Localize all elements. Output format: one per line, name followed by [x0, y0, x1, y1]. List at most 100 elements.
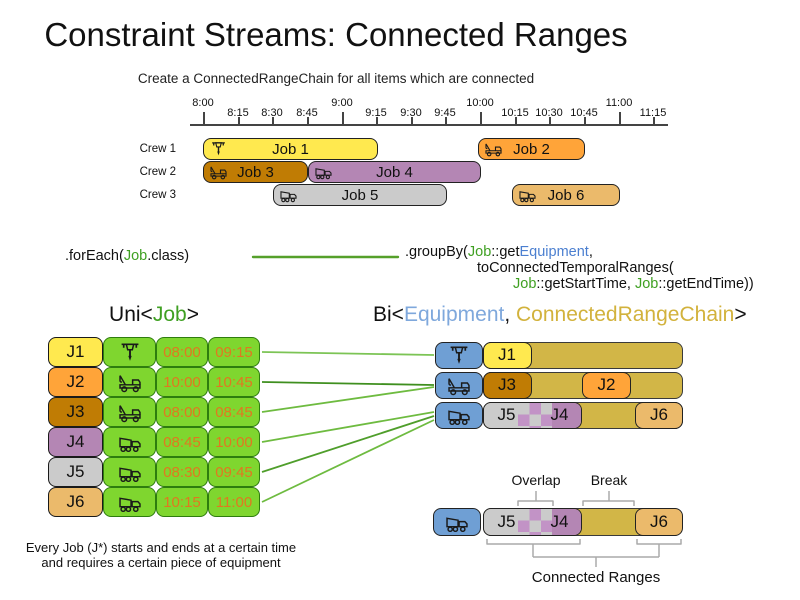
timeline-tick-label: 8:00: [192, 97, 214, 109]
table-row: J5 08:30 09:45: [48, 457, 260, 487]
subtitle: Create a ConnectedRangeChain for all ite…: [137, 71, 535, 86]
start-time-cell: 10:15: [156, 487, 208, 517]
range-chip: J3: [482, 371, 532, 399]
timeline-tick: [549, 117, 551, 124]
job-id-cell: J5: [48, 457, 103, 487]
range-chip: J1: [482, 341, 532, 369]
code-text: toConnectedTemporalRanges(: [477, 260, 674, 276]
crew-label: Crew 1: [139, 143, 176, 155]
legend-range-bar: J5 J4 J6: [482, 507, 683, 536]
timeline-tick-label: 9:15: [365, 107, 387, 119]
end-time-cell: 10:45: [208, 367, 260, 397]
timeline-tick-label: 10:00: [466, 97, 494, 109]
end-time-cell: 10:00: [208, 427, 260, 457]
start-time-cell: 08:30: [156, 457, 208, 487]
code-text: .groupBy(: [405, 244, 468, 260]
start-time-cell: 08:00: [156, 397, 208, 427]
job-id-cell: J2: [48, 367, 103, 397]
end-time-cell: 11:00: [208, 487, 260, 517]
timeline-tick: [376, 117, 378, 124]
break-label: Break: [590, 472, 628, 488]
code-text: ::getStartTime,: [536, 276, 635, 292]
timeline-tick-label: 11:15: [639, 107, 667, 119]
header-text: ,: [504, 303, 517, 326]
j4-segment: [551, 402, 581, 428]
timeline-tick-label: 9:30: [400, 107, 422, 119]
timeline-tick-label: 8:45: [296, 107, 318, 119]
dump-truck-icon: [518, 187, 537, 203]
header-text: Bi<: [373, 303, 404, 326]
page-title: Constraint Streams: Connected Ranges: [44, 16, 628, 53]
header-text: ConnectedRangeChain: [516, 303, 735, 326]
header-text: Uni<: [109, 303, 153, 326]
j5-segment: [483, 508, 518, 535]
timeline-tick-label: 10:45: [570, 107, 598, 119]
equipment-cell-crane-truck: [435, 372, 483, 399]
jackhammer-icon: [446, 345, 472, 366]
gantt-bar-label: Job 5: [341, 186, 379, 204]
job-id-cell: J4: [48, 427, 103, 457]
start-time-cell: 08:45: [156, 427, 208, 457]
timeline-tick: [342, 112, 344, 124]
timeline-tick-label: 9:00: [331, 97, 353, 109]
range-chip: J6: [635, 507, 683, 536]
timeline-tick-label: 10:30: [535, 107, 563, 119]
gantt-bar-job2: Job 2: [478, 138, 585, 160]
uni-to-bi-connector-lines: [261, 351, 435, 503]
overlap-checker-segment: [517, 508, 552, 535]
timeline-tick: [411, 117, 413, 124]
code-groupby: .groupBy(Job::getEquipment, toConnectedT…: [405, 244, 754, 292]
end-time-cell: 08:45: [208, 397, 260, 427]
timeline-tick: [653, 117, 655, 124]
equipment-cell-dump-truck: [435, 402, 483, 429]
table-row: J4 08:45 10:00: [48, 427, 260, 457]
table-row: J2 10:00 10:45: [48, 367, 260, 397]
uni-job-table: J1 08:00 09:15 J2 10:00 10:45 J3 08:00 0…: [48, 337, 260, 517]
crane-truck-icon: [209, 164, 228, 180]
overlap-block: J5 J4: [482, 507, 582, 536]
equipment-cell-dump-truck: [433, 508, 481, 536]
crane-truck-icon: [103, 397, 156, 427]
dump-truck-icon: [103, 457, 156, 487]
gantt-bar-job3: Job 3: [203, 161, 308, 183]
uni-header: Uni<Job>: [48, 303, 260, 327]
dump-truck-icon: [103, 427, 156, 457]
timeline-tick-label: 8:30: [261, 107, 283, 119]
overlap-checker-segment: [517, 402, 552, 428]
equipment-cell-jackhammer: [435, 342, 483, 369]
code-text: Job: [467, 244, 492, 260]
timeline-tick: [272, 117, 274, 124]
range-chip-label: J4: [550, 405, 569, 424]
end-time-cell: 09:45: [208, 457, 260, 487]
range-chip: J6: [635, 401, 683, 429]
overlap-label: Overlap: [511, 472, 561, 488]
crane-truck-icon: [103, 367, 156, 397]
timeline-tick-label: 8:15: [227, 107, 249, 119]
gantt-bar-label: Job 6: [547, 186, 585, 204]
timeline-tick: [584, 117, 586, 124]
start-time-cell: 08:00: [156, 337, 208, 367]
timeline-tick-label: 9:45: [434, 107, 456, 119]
bi-header: Bi<Equipment, ConnectedRangeChain>: [373, 303, 747, 327]
jackhammer-icon: [103, 337, 156, 367]
code-text: .class): [147, 248, 190, 264]
j4-segment: [551, 508, 581, 535]
gantt-bar-job6: Job 6: [512, 184, 620, 206]
footnote: Every Job (J*) starts and ends at a cert…: [0, 540, 322, 570]
code-text: Equipment: [519, 244, 589, 260]
range-chain-row2: J3 J2: [482, 371, 683, 399]
gantt-bar-label: Job 1: [272, 140, 309, 158]
dump-truck-icon: [444, 512, 470, 533]
crane-truck-icon: [446, 375, 472, 396]
gantt-bar-label: Job 2: [513, 140, 550, 158]
footnote-line: Every Job (J*) starts and ends at a cert…: [25, 540, 297, 555]
dump-truck-icon: [103, 487, 156, 517]
code-text: Job: [513, 276, 537, 292]
dump-truck-icon: [279, 187, 298, 203]
timeline-axis: [190, 124, 668, 126]
job-id-cell: J6: [48, 487, 103, 517]
code-text: ,: [588, 244, 593, 260]
timeline-tick: [307, 117, 309, 124]
timeline-tick: [203, 112, 205, 124]
